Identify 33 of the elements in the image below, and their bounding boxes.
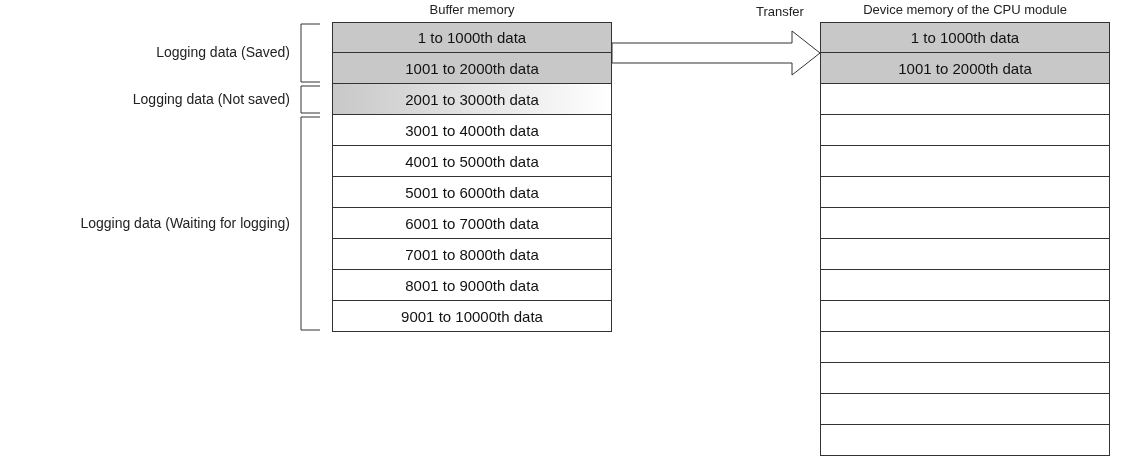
memory-row: 3001 to 4000th data <box>332 115 612 146</box>
empty-memory-row <box>820 208 1110 239</box>
empty-memory-row <box>820 363 1110 394</box>
table-heading: Device memory of the CPU module <box>862 2 1068 19</box>
memory-row: 1001 to 2000th data <box>332 53 612 84</box>
table-heading: Buffer memory <box>428 2 516 19</box>
memory-row: 2001 to 3000th data <box>332 84 612 115</box>
memory-row: 1 to 1000th data <box>820 22 1110 53</box>
empty-memory-row <box>820 394 1110 425</box>
block-arrow <box>611 30 821 76</box>
memory-row: 8001 to 9000th data <box>332 270 612 301</box>
empty-memory-row <box>820 146 1110 177</box>
empty-memory-row <box>820 332 1110 363</box>
empty-memory-row <box>820 425 1110 456</box>
empty-memory-row <box>820 177 1110 208</box>
bracket-label: Logging data (Not saved) <box>132 90 290 107</box>
memory-table <box>332 2 612 332</box>
edge-label: Transfer <box>756 4 804 19</box>
memory-row: 1001 to 2000th data <box>820 53 1110 84</box>
memory-row: 9001 to 10000th data <box>332 301 612 332</box>
memory-row: 7001 to 8000th data <box>332 239 612 270</box>
empty-memory-row <box>820 239 1110 270</box>
memory-table <box>820 2 1110 456</box>
memory-row: 1 to 1000th data <box>332 22 612 53</box>
empty-memory-row <box>820 301 1110 332</box>
bracket-label: Logging data (Saved) <box>156 44 290 60</box>
empty-memory-row <box>820 270 1110 301</box>
memory-row: 4001 to 5000th data <box>332 146 612 177</box>
bracket-label: Logging data (Waiting for logging) <box>80 214 290 231</box>
empty-memory-row <box>820 115 1110 146</box>
memory-row: 5001 to 6000th data <box>332 177 612 208</box>
empty-memory-row <box>820 84 1110 115</box>
memory-row: 6001 to 7000th data <box>332 208 612 239</box>
